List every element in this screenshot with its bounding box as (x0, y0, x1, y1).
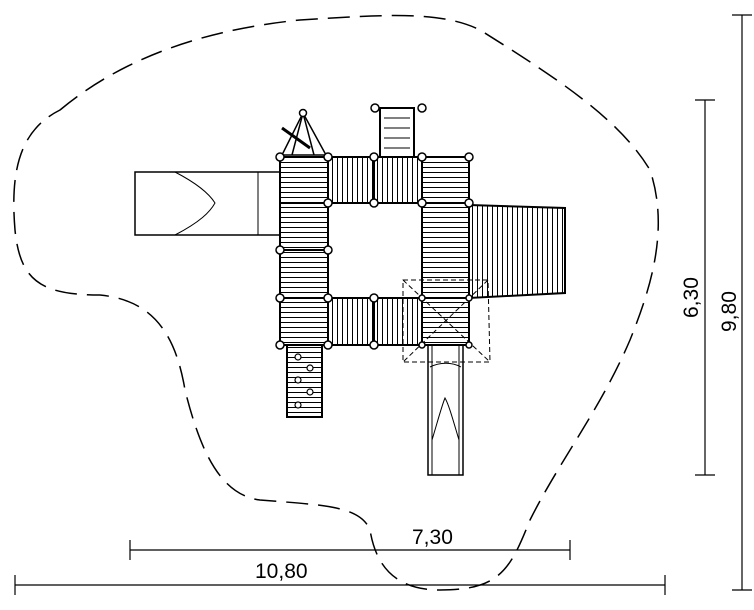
posts (275, 152, 474, 350)
bottom-right-roof (402, 279, 491, 363)
overall-depth-label: 9,80 (718, 291, 741, 332)
right-climbing-ramp (468, 203, 566, 300)
bottom-slide (427, 344, 464, 476)
structure-width-label: 7,30 (412, 526, 453, 549)
dimension-lines (14, 14, 752, 595)
tower-roof (280, 108, 328, 156)
platforms (279, 156, 470, 346)
overall-width-label: 10,80 (255, 560, 308, 583)
climbing-wall (286, 344, 323, 418)
left-slide (134, 171, 281, 236)
structure-depth-label: 6,30 (680, 277, 703, 318)
top-ladder (370, 103, 427, 158)
